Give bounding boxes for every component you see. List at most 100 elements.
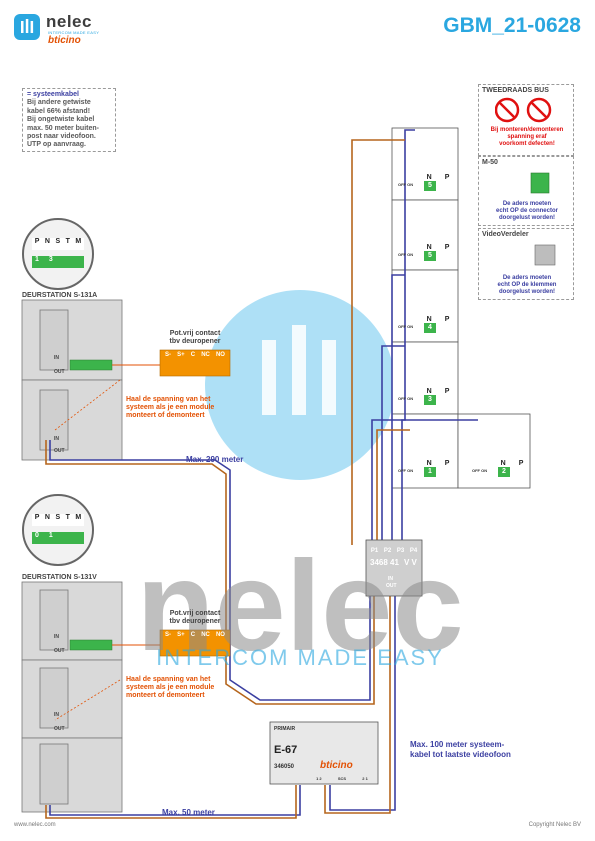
note-line: max. 50 meter buiten- (27, 124, 99, 132)
contact-title-line: Pot.vrij contact (169, 330, 221, 337)
watermark-circle-bars-icon (262, 325, 336, 415)
door-station-s131v-panel (21, 581, 123, 813)
dip-label: N (44, 238, 50, 245)
address-badge: 4 (424, 323, 436, 333)
port-label: P2 (383, 548, 392, 554)
module-out-label: OUT (54, 726, 65, 732)
cable-legend: = systeemkabel (27, 91, 79, 98)
terminal-label: S- (165, 352, 172, 358)
terminal-label: NO (215, 352, 225, 358)
power-supply-box (269, 721, 379, 785)
module-in-label: IN (54, 712, 59, 718)
module-in-label: IN (54, 355, 59, 361)
distance-line: Max. 100 meter systeem- (410, 740, 505, 749)
switch-label: OFF ON (398, 468, 414, 473)
cable-s131v-to-psu-brown (45, 785, 297, 819)
monitor-address-6: N P 2 (494, 460, 530, 477)
dip-label: P (34, 514, 40, 521)
np-header: N P (420, 174, 456, 181)
panel-m50-title: M-50 (482, 159, 498, 166)
dip-label: M (75, 238, 82, 245)
note-line: Bij ongetwiste kabel (27, 116, 95, 124)
info-line: De aders moeten (502, 275, 552, 281)
terminal-label: NC (201, 352, 210, 358)
np-label: P (444, 460, 450, 467)
nelec-logo-icon (14, 14, 40, 40)
warning-pointer-s131a (54, 379, 121, 431)
contact-terminals-s131v: S- S+ C NC NO (162, 632, 228, 638)
switch-label: OFF ON (398, 252, 414, 257)
np-header: N P (420, 460, 456, 467)
watermark-nelec-text: nelec (136, 535, 463, 678)
psu-terminal-label: 1 2 (316, 776, 322, 781)
brand-tagline: INTERCOM MADE EASY (48, 30, 100, 35)
warning-line: Haal de spanning van het (126, 676, 211, 683)
panel-video-splitter-title: VideoVerdeler (482, 231, 529, 238)
brown-cable-monitors (351, 139, 405, 545)
door-station-s131v-title: DEURSTATION S-131V (22, 574, 97, 581)
dip-switch-s131v: P N S T M 0 1 (22, 494, 94, 566)
no-power-icon (495, 97, 552, 123)
door-station-s131a-title: DEURSTATION S-131A (22, 292, 98, 299)
cable-psu-to-distributor (329, 595, 396, 811)
cable-s131v-to-psu (49, 785, 301, 816)
module-out-label: OUT (54, 448, 65, 454)
panel-bus-title: TWEEDRAADS BUS (482, 87, 549, 94)
module-warning-s131v: Haal de spanning van het systeem als je … (126, 676, 214, 700)
monitor-column (391, 127, 531, 489)
terminal-label: S+ (177, 632, 185, 638)
dip-label: T (65, 514, 70, 521)
warning-line: monteert of demonteert (126, 412, 205, 419)
np-label: P (444, 174, 450, 181)
np-label: N (426, 316, 432, 323)
psu-model: E-67 (274, 744, 298, 756)
np-header: N P (420, 388, 456, 395)
dip-labels: P N S T M (32, 238, 84, 250)
distance-line: kabel tot laatste videofoon (410, 750, 511, 759)
np-label: N (426, 460, 432, 467)
monitor-address-3: N P 4 (420, 316, 456, 333)
note-line: post naar videofoon. (27, 133, 96, 141)
footer-website[interactable]: www.nelec.com (14, 822, 56, 828)
address-badge: 3 (424, 395, 436, 405)
module-in-label: IN (54, 634, 59, 640)
brown-cable-distributor (376, 429, 410, 545)
monitor-address-2: N P 5 (420, 244, 456, 261)
dip-label: N (44, 514, 50, 521)
dip-value: 0 (35, 532, 39, 539)
warning-line: spanning eraf (507, 134, 547, 140)
partner-logo: bticino (48, 35, 81, 46)
terminal-label: NC (201, 632, 210, 638)
system-cable-monitor-4 (401, 419, 478, 545)
contact-box-s131a (159, 349, 231, 377)
terminal-label: S- (165, 632, 172, 638)
address-badge: 2 (498, 467, 510, 477)
panel-bus: TWEEDRAADS BUS Bij monteren/demonteren s… (478, 84, 574, 156)
dip-label: S (55, 514, 61, 521)
switch-label: OFF ON (472, 468, 488, 473)
port-label: P1 (370, 548, 379, 554)
terminal-label: C (190, 352, 196, 358)
cable-psu-to-distributor-brown (324, 595, 391, 814)
system-cable-monitor-2 (381, 345, 405, 545)
distributor-vv: V V (404, 558, 417, 567)
warning-pointer-s131v (54, 679, 121, 721)
main-cable-s131a (49, 440, 371, 701)
panel-m50: M-50 De aders moeten echt OP de connecto… (478, 156, 574, 226)
distributor-out-label: OUT (386, 583, 397, 589)
info-line: doorgelust worden! (499, 215, 555, 221)
np-label: P (444, 316, 450, 323)
note-line: kabel 66% afstand! (27, 107, 91, 115)
switch-label: OFF ON (398, 182, 414, 187)
warning-line: Bij monteren/demonteren (490, 127, 564, 133)
module-out-label: OUT (54, 648, 65, 654)
module-out-label: OUT (54, 369, 65, 375)
terminal-label: NO (215, 632, 225, 638)
info-line: De aders moeten (502, 201, 552, 207)
panel-video-splitter: VideoVerdeler De aders moeten echt OP de… (478, 228, 574, 300)
dip-values: 1 3 (32, 256, 84, 268)
psu-primary-label: PRIMAIR (274, 726, 296, 732)
address-badge: 5 (424, 251, 436, 261)
dip-label: M (75, 514, 82, 521)
